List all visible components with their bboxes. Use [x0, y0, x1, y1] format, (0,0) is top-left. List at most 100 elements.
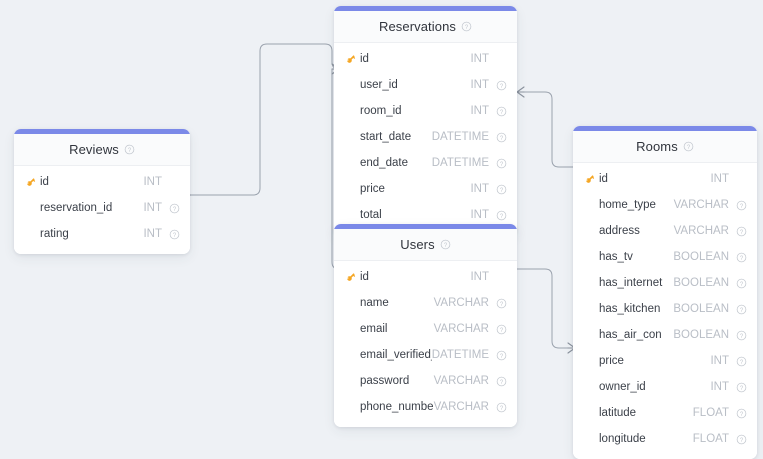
table-info-icon[interactable]: ? — [461, 21, 472, 32]
field-info-icon[interactable]: ? — [736, 382, 747, 393]
field-type: INT — [143, 228, 162, 240]
svg-text:?: ? — [500, 213, 504, 219]
key-slot — [25, 176, 40, 188]
field-name: start_date — [360, 131, 412, 143]
field-info-icon[interactable]: ? — [496, 376, 507, 387]
field-info-icon[interactable]: ? — [736, 356, 747, 367]
field-name: id — [40, 176, 49, 188]
table-title: Users — [400, 237, 435, 252]
svg-text:?: ? — [500, 109, 504, 115]
field-type: FLOAT — [692, 433, 729, 445]
table-title: Reservations — [378, 19, 457, 34]
field-info-icon[interactable]: ? — [496, 80, 507, 91]
field-type: VARCHAR — [673, 225, 729, 237]
info-slot: ? — [729, 200, 747, 211]
table-info-icon[interactable]: ? — [683, 141, 694, 152]
field-type: VARCHAR — [433, 375, 489, 387]
table-info-icon[interactable]: ? — [124, 144, 135, 155]
svg-text:?: ? — [500, 405, 504, 411]
field-info-icon[interactable]: ? — [169, 203, 180, 214]
field-name: email — [360, 323, 388, 335]
primary-key-icon — [345, 271, 357, 283]
table-info-icon[interactable]: ? — [440, 239, 451, 250]
svg-text:?: ? — [740, 203, 744, 209]
table-header[interactable]: Reservations? — [334, 11, 517, 43]
field-info-icon[interactable]: ? — [736, 434, 747, 445]
field-info-icon[interactable]: ? — [496, 298, 507, 309]
field-info-icon[interactable]: ? — [496, 402, 507, 413]
field-info-icon[interactable]: ? — [496, 210, 507, 221]
field-name: email_verified_at — [360, 349, 432, 361]
field-type: INT — [470, 183, 489, 195]
field-row[interactable]: email_verified_atDATETIME? — [334, 342, 517, 368]
info-slot: ? — [489, 324, 507, 335]
field-name: id — [599, 173, 608, 185]
field-type: DATETIME — [431, 157, 489, 169]
field-info-icon[interactable]: ? — [496, 132, 507, 143]
info-slot: ? — [729, 278, 747, 289]
field-info-icon[interactable]: ? — [496, 106, 507, 117]
field-type: DATETIME — [431, 349, 489, 361]
info-slot: ? — [162, 229, 180, 240]
svg-text:?: ? — [740, 385, 744, 391]
info-slot: ? — [729, 408, 747, 419]
link-reservations-rooms — [517, 91, 575, 168]
info-slot: ? — [489, 210, 507, 221]
field-info-icon[interactable]: ? — [736, 226, 747, 237]
svg-text:?: ? — [500, 353, 504, 359]
field-info-icon[interactable]: ? — [496, 184, 507, 195]
field-info-icon[interactable]: ? — [169, 229, 180, 240]
field-info-icon[interactable]: ? — [496, 324, 507, 335]
field-info-icon[interactable]: ? — [736, 200, 747, 211]
field-name: total — [360, 209, 382, 221]
table-header[interactable]: Users? — [334, 229, 517, 261]
field-info-icon[interactable]: ? — [736, 252, 747, 263]
field-info-icon[interactable]: ? — [736, 304, 747, 315]
table-title: Rooms — [636, 139, 678, 154]
svg-text:?: ? — [740, 307, 744, 313]
info-slot: ? — [729, 382, 747, 393]
info-slot: ? — [489, 132, 507, 143]
svg-text:?: ? — [687, 145, 691, 151]
field-info-icon[interactable]: ? — [736, 408, 747, 419]
field-info-icon[interactable]: ? — [736, 278, 747, 289]
field-info-icon[interactable]: ? — [496, 158, 507, 169]
field-info-icon[interactable]: ? — [736, 330, 747, 341]
table-header[interactable]: Reviews? — [14, 134, 190, 166]
field-info-icon[interactable]: ? — [496, 350, 507, 361]
table-header[interactable]: Rooms? — [573, 131, 757, 163]
field-name: has_internet — [599, 277, 663, 289]
